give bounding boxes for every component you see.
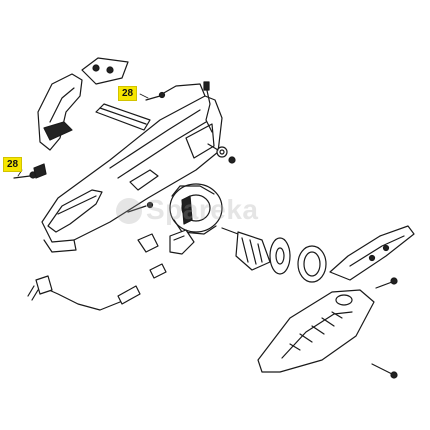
motor-housing bbox=[41, 83, 223, 253]
brush-holders bbox=[127, 143, 236, 279]
screw-parts bbox=[13, 91, 166, 179]
rear-handle bbox=[37, 73, 83, 151]
watermark-text: Spareka bbox=[146, 194, 259, 225]
guide-cover bbox=[329, 225, 415, 281]
power-cable bbox=[27, 275, 141, 311]
part-callout-28-top[interactable]: 28 bbox=[118, 86, 138, 101]
switch-plate bbox=[81, 57, 129, 85]
part-callout-28-left[interactable]: 28 bbox=[3, 157, 23, 172]
side-cover bbox=[257, 289, 375, 373]
cover-screws bbox=[371, 277, 398, 379]
stator bbox=[169, 183, 223, 235]
watermark-logo bbox=[116, 198, 142, 224]
armature bbox=[221, 227, 291, 275]
handle-bar bbox=[95, 103, 151, 131]
fan-ring bbox=[297, 245, 327, 283]
wire-lead bbox=[203, 81, 213, 133]
